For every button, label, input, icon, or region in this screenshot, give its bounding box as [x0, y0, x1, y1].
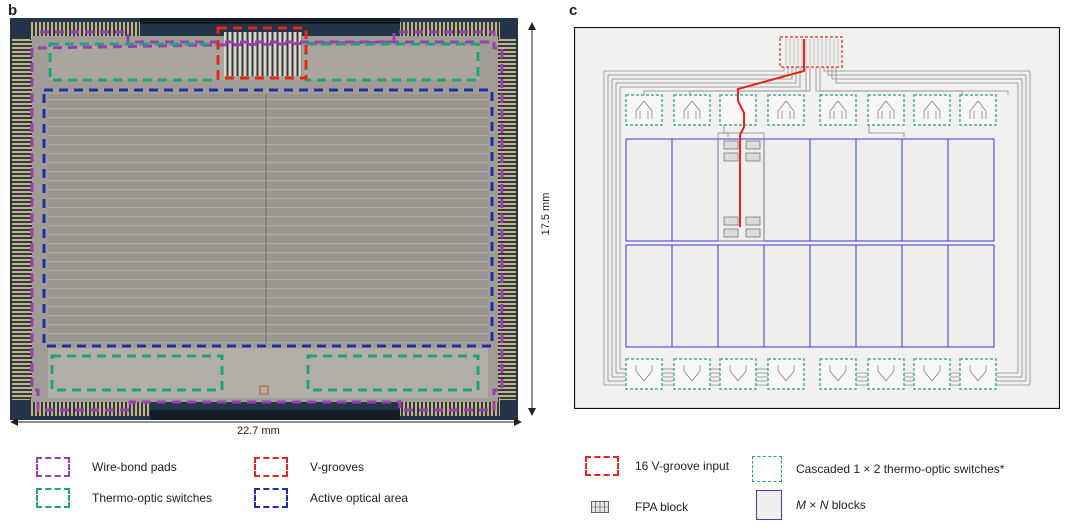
die-edge-bottom: [150, 410, 400, 420]
active-area-texture: [48, 94, 488, 344]
width-dimension-arrow: [10, 418, 522, 426]
alignment-mark: [259, 385, 269, 395]
legend-mn-blocks: M × N blocks: [756, 490, 866, 520]
legend-label: Wire-bond pads: [92, 460, 177, 474]
legend-v-grooves: V-grooves: [254, 457, 364, 477]
wire-bond-pads-left: [12, 38, 34, 400]
legend-swatch-green: [36, 488, 70, 508]
active-optical-area-outline: [42, 88, 494, 348]
panel-label-b: b: [8, 2, 18, 19]
legend-label-mn: M × N blocks: [796, 498, 866, 512]
legend-m: M: [796, 498, 806, 512]
bottom-switch-modules: [625, 358, 997, 390]
legend-label: V-grooves: [310, 460, 365, 474]
die-edge-top: [140, 18, 400, 24]
chip-width-label: 22.7 mm: [237, 425, 280, 437]
legend-blocks: blocks: [828, 498, 866, 512]
legend-active-optical-area: Active optical area: [254, 488, 408, 508]
legend-swatch-red-c: [585, 456, 619, 476]
height-dimension-arrow: [528, 22, 536, 416]
legend-swatch-green-c: [752, 456, 782, 482]
legend-label: Cascaded 1 × 2 thermo-optic switches*: [796, 462, 1005, 476]
thermo-optic-outline-bottom-right: [306, 354, 480, 392]
wire-bond-pads-outline: [30, 30, 504, 412]
top-switch-modules: [625, 94, 997, 126]
legend-times: ×: [806, 498, 820, 512]
v-groove-outline: [216, 26, 308, 80]
legend-n: N: [819, 498, 829, 512]
legend-swatch-red: [254, 457, 288, 477]
fpa-block-icon: [591, 501, 609, 513]
legend-label: 16 V-groove input: [635, 459, 730, 473]
v-groove-lines: [785, 39, 839, 65]
wire-bond-pads-right: [494, 38, 516, 400]
legend-swatch-block: [756, 490, 782, 520]
panel-label-c: c: [569, 2, 578, 19]
legend-swatch-blue: [254, 488, 288, 508]
mn-blocks: [625, 138, 995, 348]
thermo-optic-outline-bottom-left: [50, 354, 224, 392]
legend-label: Active optical area: [310, 491, 409, 505]
legend-label: FPA block: [635, 500, 689, 514]
top-switch-trees: [635, 100, 987, 119]
light-path: [737, 39, 805, 227]
legend-swatch-purple: [36, 457, 70, 477]
chip-schematic: [574, 27, 1060, 409]
legend-fpa-block: FPA block: [591, 500, 688, 514]
legend-label: Thermo-optic switches: [92, 491, 213, 505]
bottom-switch-trees: [635, 365, 987, 382]
legend-16-v-groove-input: 16 V-groove input: [585, 456, 729, 476]
legend-thermo-optic-switches: Thermo-optic switches: [36, 488, 212, 508]
v-groove-array: [224, 32, 302, 76]
chip-height-label: 17.5 mm: [540, 192, 552, 236]
schematic-v-groove-input: [779, 36, 843, 68]
fpa-blocks: [723, 140, 761, 238]
chip-photo: [10, 18, 518, 420]
legend-cascaded-switches: Cascaded 1 × 2 thermo-optic switches*: [752, 456, 1004, 482]
legend-wire-bond-pads: Wire-bond pads: [36, 457, 177, 477]
